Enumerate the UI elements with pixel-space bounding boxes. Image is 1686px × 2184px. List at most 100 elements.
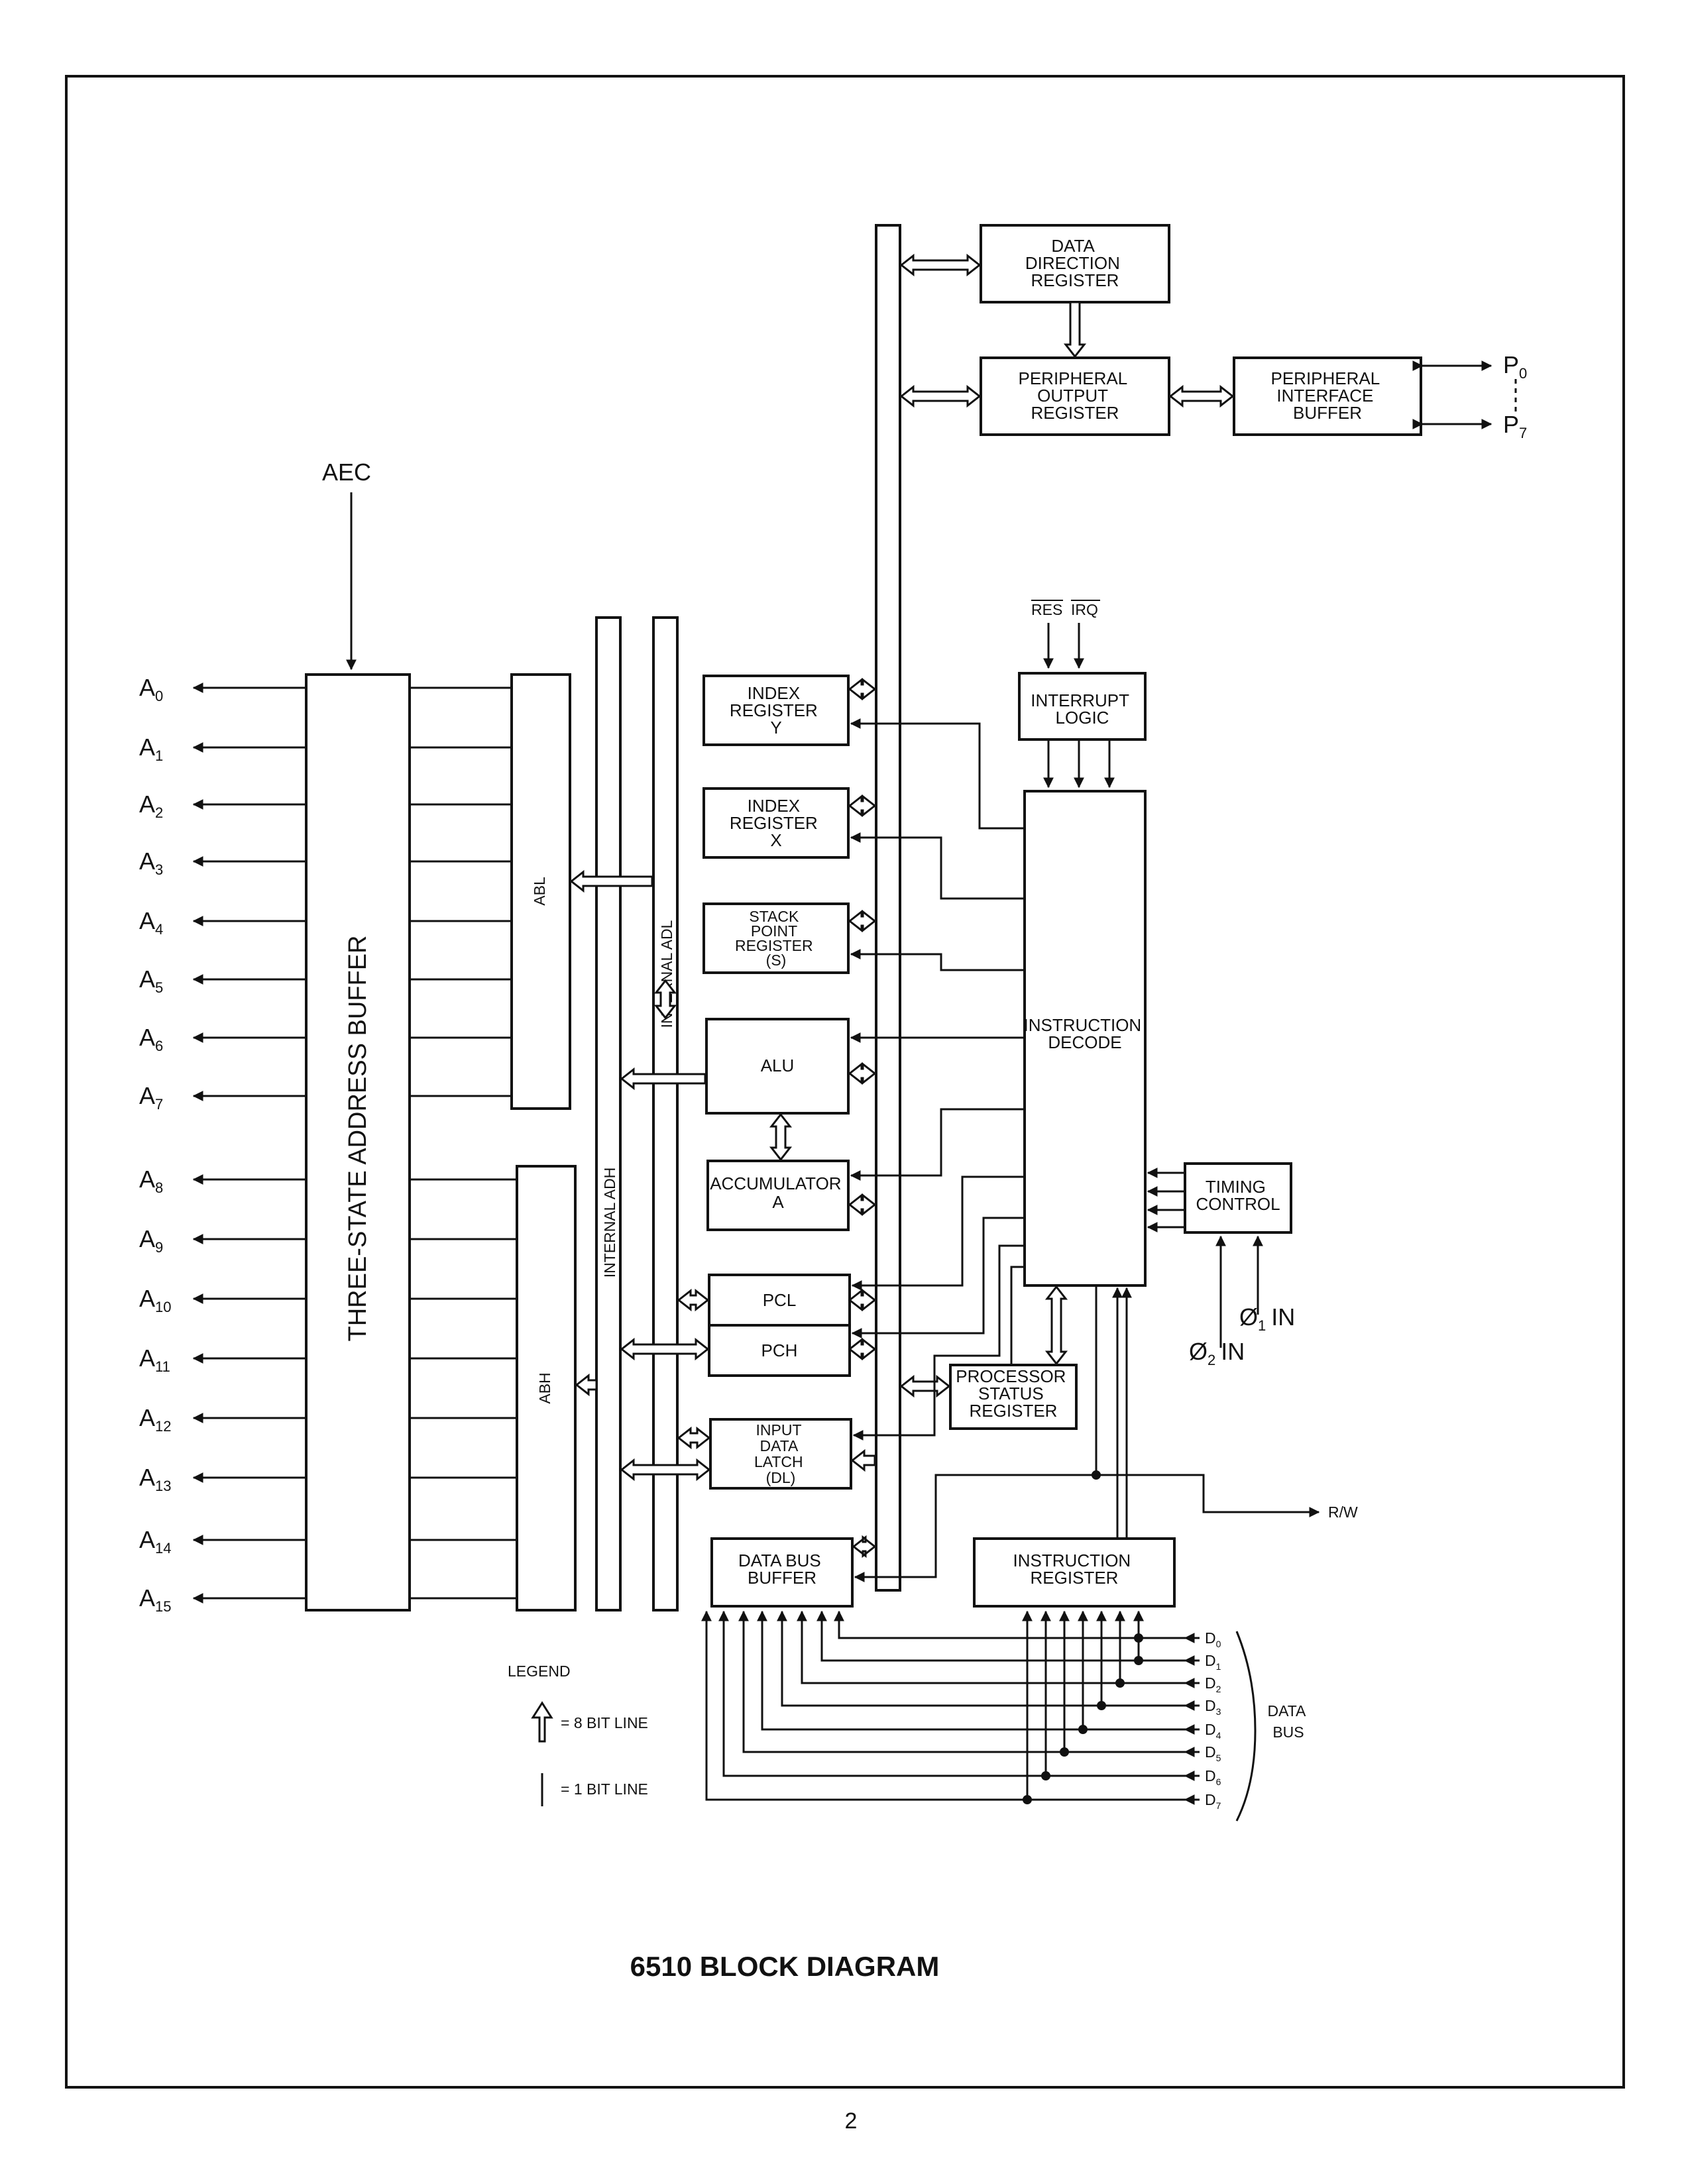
pcl-label: PCL (763, 1290, 797, 1310)
ddr-por-arrow (1063, 301, 1087, 358)
data-line-dbb-4 (757, 1610, 1200, 1731)
abl-block: ABL (510, 673, 571, 1110)
peripheral-output-register-block: PERIPHERAL OUTPUT REGISTER (980, 356, 1170, 436)
decode-psr-arrow (1044, 1285, 1068, 1366)
abl-label: ABL (531, 877, 548, 906)
internal-adh-bus: INTERNAL ADH (595, 616, 622, 1611)
pch-block: PCH (708, 1324, 851, 1377)
por-pib-arrow (1168, 384, 1235, 408)
processor-status-register-block: PROCESSOR STATUS REGISTER (949, 1364, 1078, 1430)
timing-control-label: TIMING CONTROL (1196, 1177, 1280, 1214)
data-bus-buffer-block: DATA BUS BUFFER (710, 1537, 854, 1608)
acc-bus-arrow (848, 1193, 877, 1217)
adl-pcl-arrow (677, 1288, 710, 1312)
bus-ddr-arrow (899, 253, 982, 277)
address-pin-a2: A2 (139, 791, 163, 821)
page-frame (65, 75, 1625, 2089)
pcl-bus-arrow (848, 1288, 877, 1312)
pch-bus-arrow (848, 1337, 877, 1361)
legend-eight-bit-symbol (531, 1701, 553, 1743)
address-pin-a13: A13 (139, 1464, 172, 1494)
address-pin-a8: A8 (139, 1166, 163, 1196)
dl-bus-arrow (850, 1448, 876, 1472)
stack-point-register-label: STACK POINT REGISTER (S) (735, 908, 817, 969)
irq-label: IRQ (1071, 601, 1098, 618)
data-pin-d2: D2 (1205, 1674, 1221, 1694)
dbb-bus-arrow (852, 1535, 877, 1558)
index-register-y-label: INDEX REGISTER Y (730, 683, 822, 737)
data-direction-register-block: DATA DIRECTION REGISTER (980, 224, 1170, 303)
data-pin-d4: D4 (1205, 1721, 1221, 1741)
data-junction-1 (1134, 1656, 1143, 1665)
data-direction-register-label: DATA DIRECTION REGISTER (1025, 236, 1125, 290)
address-pin-a10: A10 (139, 1285, 172, 1315)
address-pin-a4: A4 (139, 907, 163, 938)
data-pin-d0: D0 (1205, 1629, 1221, 1649)
data-bus-buffer-label: DATA BUS BUFFER (738, 1551, 826, 1588)
decode-control-lines (850, 718, 1320, 1582)
adl-dl-arrow (677, 1426, 711, 1450)
abh-label: ABH (536, 1372, 553, 1403)
data-junction-6 (1041, 1771, 1050, 1780)
timing-control-block: TIMING CONTROL (1184, 1162, 1292, 1234)
x-bus-arrow (848, 794, 877, 818)
p7-label: P7 (1503, 411, 1527, 441)
three-state-address-buffer-label: THREE-STATE ADDRESS BUFFER (344, 936, 372, 1342)
adh-pch-arrow (620, 1337, 710, 1361)
eight-bit-lines (569, 253, 1235, 1558)
legend-eight-bit-text: = 8 BIT LINE (561, 1714, 648, 1731)
index-register-x-block: INDEX REGISTER X (702, 787, 850, 859)
data-bus-label: DATA BUS (1267, 1702, 1309, 1741)
data-junction-4 (1078, 1725, 1088, 1734)
bus-psr-arrow (899, 1374, 951, 1398)
data-pin-d7: D7 (1205, 1791, 1221, 1811)
input-data-latch-block: INPUT DATA LATCH (DL) (709, 1418, 852, 1490)
peripheral-output-register-label: PERIPHERAL OUTPUT REGISTER (1019, 368, 1132, 423)
y-bus-arrow (848, 677, 877, 701)
data-line-dbb-1 (816, 1610, 1200, 1662)
data-pin-d5: D5 (1205, 1743, 1221, 1763)
address-pin-a11: A11 (139, 1344, 170, 1375)
data-junction-7 (1023, 1795, 1032, 1804)
address-pin-a14: A14 (139, 1526, 172, 1556)
accumulator-label: ACCUMULATOR A (710, 1174, 846, 1212)
data-line-dbb-6 (718, 1610, 1200, 1777)
abh-block: ABH (516, 1165, 577, 1611)
adh-abh-arrow (575, 1373, 598, 1397)
data-line-dbb-5 (738, 1610, 1200, 1753)
instruction-register-block: INSTRUCTION REGISTER (973, 1537, 1176, 1608)
alu-label: ALU (761, 1056, 795, 1075)
adl-abl-arrow (569, 869, 653, 893)
data-line-dbb-2 (797, 1610, 1200, 1684)
alu-adh-arrow (620, 1067, 706, 1091)
s-bus-arrow (848, 909, 877, 933)
adh-dl-arrow (620, 1458, 711, 1482)
address-pin-a3: A3 (139, 847, 163, 878)
diagram-title: 6510 BLOCK DIAGRAM (630, 1951, 940, 1982)
address-pin-a7: A7 (139, 1082, 163, 1113)
data-pin-d1: D1 (1205, 1652, 1221, 1672)
peripheral-interface-buffer-label: PERIPHERAL INTERFACE BUFFER (1271, 368, 1384, 423)
data-line-dbb-7 (701, 1610, 1200, 1801)
address-pin-a9: A9 (139, 1225, 163, 1256)
address-pin-a15: A15 (139, 1584, 172, 1615)
alu-acc-arrow (769, 1113, 793, 1162)
instruction-decode-block: INSTRUCTION DECODE (1023, 790, 1147, 1287)
data-pin-d6: D6 (1205, 1767, 1221, 1787)
rw-label: R/W (1328, 1503, 1358, 1521)
address-pin-a6: A6 (139, 1024, 163, 1054)
processor-status-register-label: PROCESSOR STATUS REGISTER (956, 1366, 1070, 1421)
aec-label: AEC (322, 459, 371, 486)
page-number: 2 (845, 2108, 858, 2134)
peripheral-interface-buffer-block: PERIPHERAL INTERFACE BUFFER (1233, 356, 1422, 436)
p0-label: P0 (1503, 351, 1527, 382)
address-pin-a1: A1 (139, 734, 163, 764)
internal-data-bus (875, 224, 901, 1592)
alu-bus-arrow (848, 1062, 877, 1085)
data-line-dbb-0 (834, 1610, 1200, 1639)
stack-point-register-block: STACK POINT REGISTER (S) (702, 902, 850, 974)
three-state-address-buffer-block: THREE-STATE ADDRESS BUFFER (305, 673, 411, 1611)
